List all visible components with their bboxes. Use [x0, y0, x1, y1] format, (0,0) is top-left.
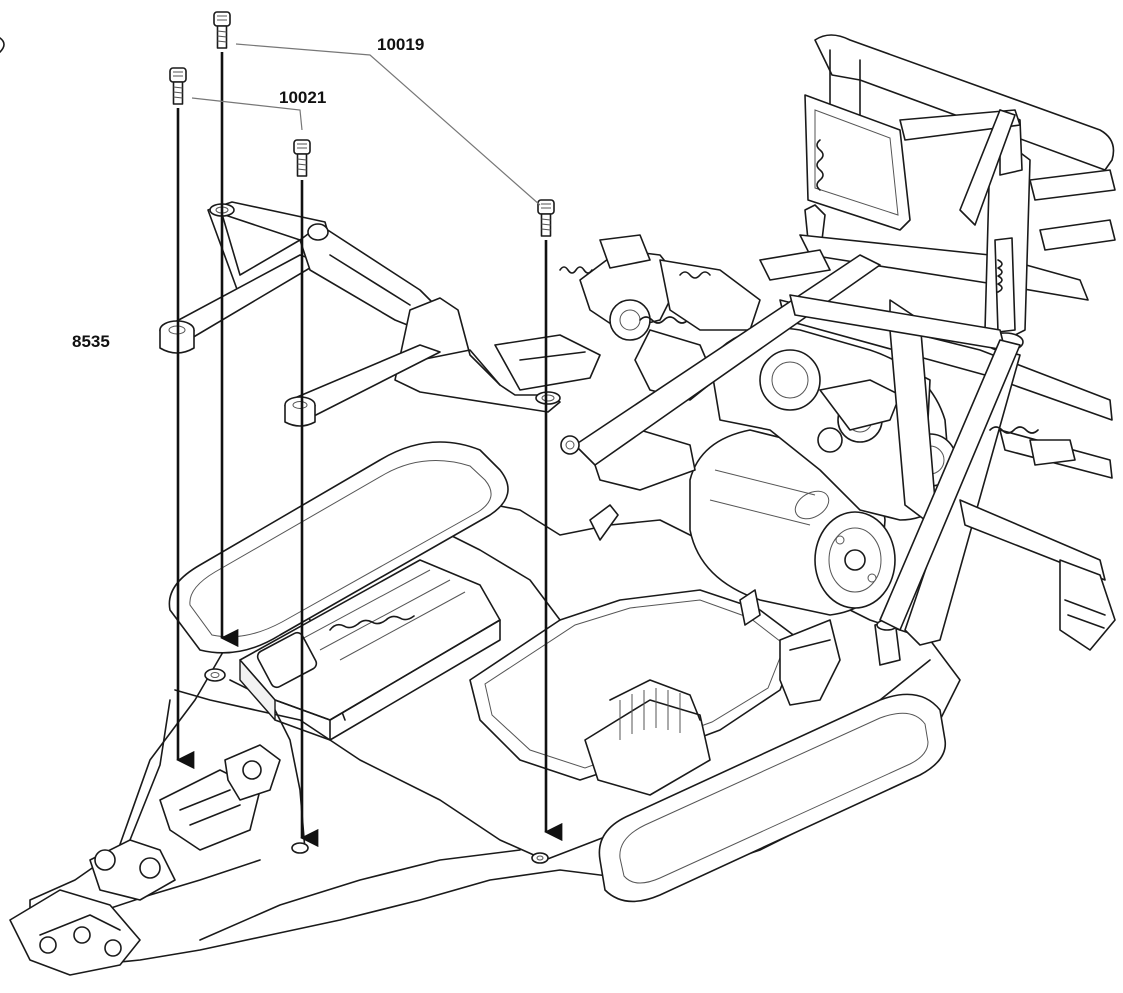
label-part-8535: 8535 — [72, 332, 110, 351]
page-edge-mark — [0, 37, 5, 53]
front-bumper — [9, 744, 281, 976]
assembly-arrows — [176, 52, 563, 848]
receiver-box — [239, 559, 501, 741]
roll-cage — [574, 34, 1116, 666]
battery-tray — [168, 441, 509, 654]
switch-parts — [560, 435, 841, 706]
label-part-10021: 10021 — [279, 88, 326, 107]
screw-10019-right — [537, 199, 555, 237]
screw-10021-right — [293, 139, 311, 177]
chassis-mount-holes — [204, 668, 549, 864]
screw-10021-left — [169, 67, 187, 105]
label-part-10019: 10019 — [377, 35, 424, 54]
leader-lines — [191, 43, 541, 206]
top-brace-8535 — [159, 201, 601, 427]
esc-connector — [584, 679, 711, 796]
right-side-tray — [598, 693, 947, 903]
center-suspension — [559, 234, 761, 491]
screw-10019-left — [213, 11, 231, 49]
